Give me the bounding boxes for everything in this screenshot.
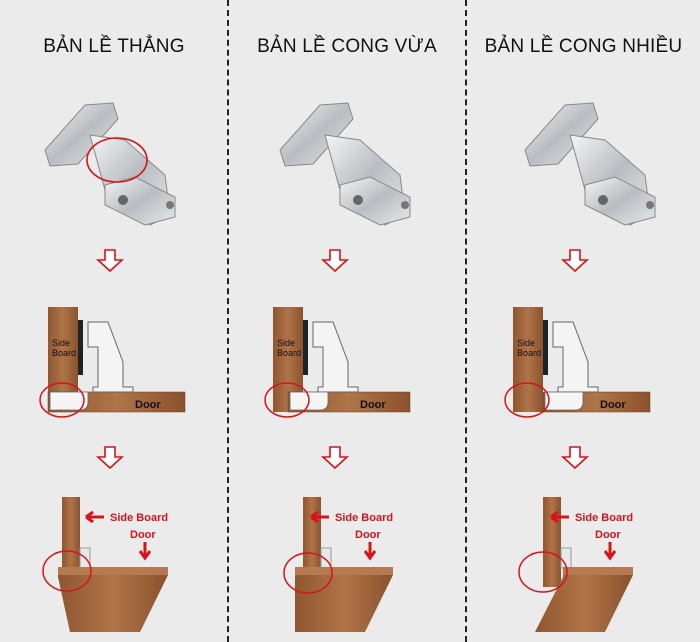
mounting-plate: [78, 320, 83, 375]
hinge-mount-plate: [584, 176, 656, 226]
door-callout: Door: [595, 529, 621, 541]
screw-icon: [166, 201, 174, 209]
door-3d: [58, 567, 168, 632]
down-arrow-icon: [95, 446, 125, 470]
highlight-circle: [264, 382, 310, 418]
door-3d: [535, 567, 633, 632]
door-label: Door: [360, 399, 386, 411]
down-arrow-icon: [95, 249, 125, 273]
down-arrow-icon: [363, 542, 377, 561]
side-board-label: Board: [277, 348, 301, 358]
highlight-circle: [504, 382, 550, 418]
left-arrow-icon: [550, 510, 569, 524]
door-3d: [295, 567, 393, 632]
door-label: Door: [600, 399, 626, 411]
screw-icon: [646, 201, 654, 209]
side-board-3d: [543, 497, 561, 587]
divider: [465, 0, 467, 642]
down-arrow-icon: [320, 249, 350, 273]
side-board-label: Side: [517, 338, 535, 348]
highlight-circle: [86, 137, 148, 183]
side-board-3d: [303, 497, 321, 577]
left-arrow-icon: [310, 510, 329, 524]
hinge-cup-plate: [524, 102, 599, 167]
highlight-circle: [283, 552, 333, 594]
column-title: BẢN LỀ THẲNG: [43, 36, 185, 57]
side-board-callout: Side Board: [575, 512, 633, 524]
side-board: [48, 307, 78, 392]
down-arrow-icon: [603, 542, 617, 561]
door-callout: Door: [355, 529, 381, 541]
side-board-label: Side: [52, 338, 70, 348]
hinge-profile: [552, 321, 599, 393]
hinge-cup-plate: [44, 102, 119, 167]
side-board-callout: Side Board: [110, 512, 168, 524]
left-arrow-icon: [85, 510, 104, 524]
mounting-plate: [543, 320, 548, 375]
door-edge: [563, 567, 633, 575]
divider: [227, 0, 229, 642]
screw-icon: [118, 195, 128, 205]
hinge-mount-plate: [339, 176, 411, 226]
side-board-3d: [62, 497, 80, 567]
mounting-plate: [303, 320, 308, 375]
column-title: BẢN LỀ CONG NHIỀU: [484, 36, 683, 57]
down-arrow-icon: [560, 446, 590, 470]
highlight-circle: [42, 550, 92, 592]
side-board-label: Board: [52, 348, 76, 358]
hinge-profile: [312, 321, 359, 393]
screw-icon: [353, 195, 363, 205]
side-board-label: Board: [517, 348, 541, 358]
door-edge: [295, 567, 393, 575]
door-callout: Door: [130, 529, 156, 541]
down-arrow-icon: [138, 542, 152, 561]
door-label: Door: [135, 399, 161, 411]
side-board-callout: Side Board: [335, 512, 393, 524]
screw-icon: [598, 195, 608, 205]
highlight-circle: [39, 382, 85, 418]
down-arrow-icon: [320, 446, 350, 470]
column-title: BẢN LỀ CONG VỪA: [257, 36, 437, 57]
highlight-circle: [518, 551, 568, 593]
side-board-label: Side: [277, 338, 295, 348]
hinge-cup-plate: [279, 102, 354, 167]
down-arrow-icon: [560, 249, 590, 273]
screw-icon: [401, 201, 409, 209]
side-board: [513, 307, 543, 412]
door-edge: [58, 567, 168, 575]
hinge-profile: [87, 321, 134, 393]
hinge-cup: [544, 391, 584, 411]
